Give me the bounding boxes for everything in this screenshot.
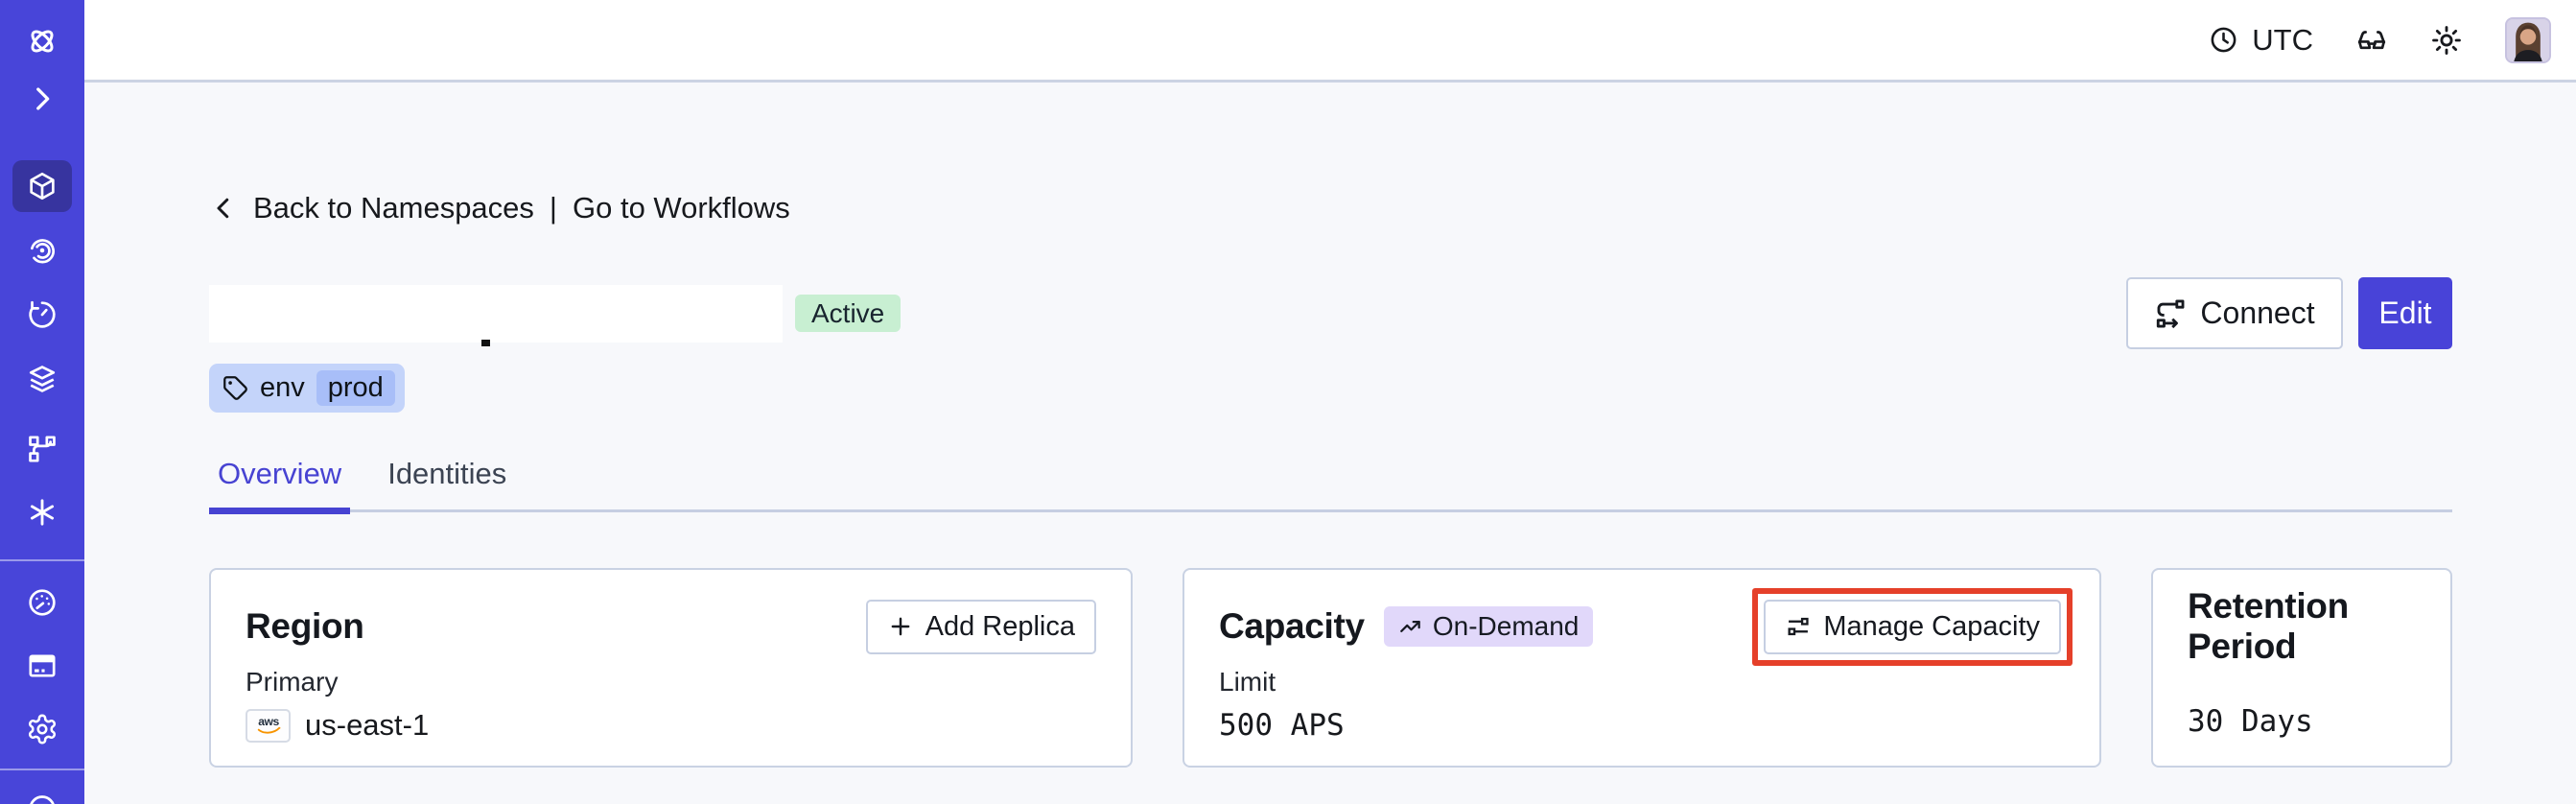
breadcrumb: Back to Namespaces | Go to Workflows <box>209 191 2452 225</box>
tag-value: prod <box>316 370 395 406</box>
sliders-icon <box>1788 617 1809 636</box>
aws-logo-icon: aws <box>257 715 280 734</box>
user-avatar[interactable] <box>2505 16 2551 63</box>
retention-value: 30 Days <box>2188 704 2313 739</box>
tag-icon <box>223 376 247 400</box>
sidebar-item-billing[interactable] <box>12 640 72 692</box>
glasses-icon[interactable] <box>2355 24 2388 57</box>
region-card-title: Region <box>246 606 364 646</box>
sidebar-item-namespaces[interactable] <box>12 160 72 212</box>
status-badge: Active <box>795 294 902 333</box>
sidebar-item-nexus[interactable] <box>12 225 72 276</box>
clock-icon <box>2211 27 2236 53</box>
workflows-branch-icon <box>29 436 56 462</box>
trending-up-icon <box>1399 620 1420 633</box>
capacity-card-title: Capacity <box>1219 606 1365 646</box>
namespaces-cube-icon <box>30 172 55 201</box>
add-replica-button[interactable]: Add Replica <box>865 599 1096 654</box>
topbar: UTC <box>84 0 2576 83</box>
chevron-right-icon <box>36 87 50 110</box>
retention-card-title: Retention Period <box>2188 586 2349 666</box>
billing-card-icon <box>29 654 56 677</box>
tab-overview[interactable]: Overview <box>209 457 351 514</box>
temporal-logo-icon[interactable] <box>12 16 72 66</box>
nexus-spiral-icon <box>31 239 55 264</box>
batch-asterisk-icon <box>30 499 55 526</box>
deployments-layers-icon <box>29 366 56 392</box>
connect-button[interactable]: Connect <box>2126 277 2343 349</box>
support-circle-icon <box>30 795 55 804</box>
capacity-value: 500 APS <box>1219 708 1345 743</box>
namespace-tag-chip[interactable]: env prod <box>209 364 405 413</box>
retention-card: Retention Period 30 Days <box>2151 568 2452 768</box>
aws-provider-badge: aws <box>246 708 291 743</box>
sidebar-item-settings[interactable] <box>12 703 72 755</box>
edit-button[interactable]: Edit <box>2358 277 2452 349</box>
capacity-card: Capacity On-Demand <box>1183 568 2101 768</box>
back-to-namespaces-link[interactable]: Back to Namespaces <box>253 191 534 225</box>
region-card: Region Add Replica Primary aws <box>209 568 1133 768</box>
capacity-limit-label: Limit <box>1219 667 1276 697</box>
manage-capacity-label: Manage Capacity <box>1823 610 2040 642</box>
sidebar-item-batch[interactable] <box>12 486 72 538</box>
main-content: Back to Namespaces | Go to Workflows Act… <box>84 83 2576 804</box>
sidebar-expand-button[interactable] <box>12 76 72 122</box>
ondemand-badge: On-Demand <box>1383 606 1594 647</box>
tab-bar: Overview Identities <box>209 457 2452 514</box>
namespace-title-redacted <box>209 284 783 346</box>
manage-capacity-button[interactable]: Manage Capacity <box>1764 599 2061 654</box>
region-value: us-east-1 <box>305 708 430 742</box>
sidebar-item-support[interactable] <box>12 780 72 804</box>
add-replica-label: Add Replica <box>925 610 1075 642</box>
overview-cards: Region Add Replica Primary aws <box>209 568 2452 768</box>
sidebar-item-workflows[interactable] <box>12 423 72 475</box>
chevron-left-icon[interactable] <box>209 194 238 223</box>
sun-icon[interactable] <box>2430 24 2463 57</box>
usage-gauge-icon <box>29 589 56 616</box>
breadcrumb-separator: | <box>549 191 557 225</box>
sidebar-item-usage[interactable] <box>12 577 72 628</box>
avatar-portrait <box>2507 18 2549 61</box>
connect-button-label: Connect <box>2200 296 2315 330</box>
namespace-header: Active Connect Edit <box>209 277 2452 349</box>
sidebar-item-deployments[interactable] <box>12 353 72 405</box>
sidebar <box>0 0 84 804</box>
tag-key: env <box>260 372 305 403</box>
tab-identities[interactable]: Identities <box>387 457 507 490</box>
schedules-history-icon <box>29 300 56 328</box>
connect-flow-icon <box>2157 299 2185 328</box>
namespace-name-artifact <box>481 339 490 346</box>
timezone-selector[interactable]: UTC <box>2209 23 2313 58</box>
plus-icon <box>891 617 910 636</box>
red-annotation-box: Manage Capacity <box>1752 587 2073 666</box>
timezone-label: UTC <box>2252 22 2313 57</box>
ondemand-badge-label: On-Demand <box>1432 611 1580 641</box>
sidebar-divider <box>0 769 84 770</box>
edit-button-label: Edit <box>2378 296 2432 330</box>
go-to-workflows-link[interactable]: Go to Workflows <box>572 191 790 225</box>
region-primary-label: Primary <box>246 667 339 697</box>
sidebar-divider <box>0 559 84 561</box>
settings-gear-icon <box>28 714 57 745</box>
svg-text:aws: aws <box>258 715 279 728</box>
sidebar-item-schedules[interactable] <box>12 289 72 341</box>
